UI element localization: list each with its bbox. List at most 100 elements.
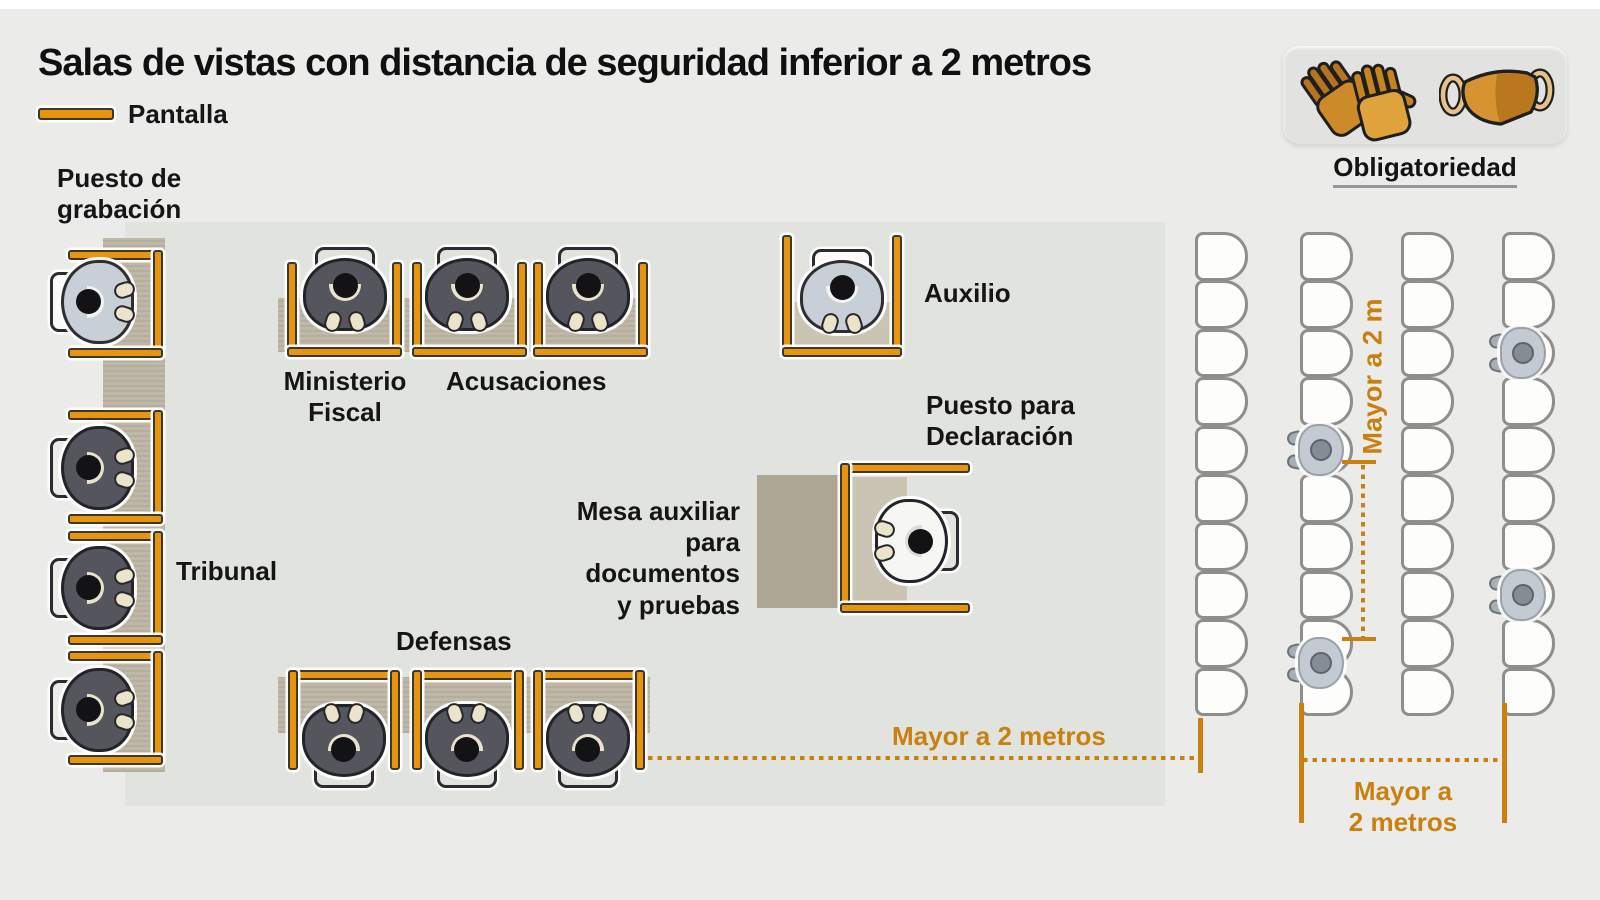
gallery-chair <box>1300 570 1353 620</box>
fiscal-screen-bar <box>287 347 402 357</box>
gallery-chair <box>1195 667 1248 717</box>
defense-screen-bar <box>533 670 645 680</box>
gallery-chair <box>1401 522 1454 571</box>
defense-screen-bar <box>390 670 400 770</box>
spectator-figure <box>1284 635 1346 691</box>
tribunal-screen-bar <box>68 755 163 765</box>
accusation-screen-bar <box>412 262 422 357</box>
gallery-chair <box>1502 522 1555 571</box>
tribunal-screen-bar <box>68 514 163 524</box>
gallery-chair <box>1401 280 1454 329</box>
floor-distance-label: Mayor a 2 metros <box>892 721 1106 751</box>
declaration-screen-bar <box>840 463 970 473</box>
gallery-chair <box>1195 280 1248 329</box>
defense-screen-bar <box>533 670 543 770</box>
accusations-label: Acusaciones <box>446 366 607 396</box>
gallery-chair <box>1300 328 1353 378</box>
gallery-chair <box>1502 474 1555 523</box>
floor-distance-dotted-line <box>648 756 1198 760</box>
aid-screen-bar <box>892 235 902 357</box>
gallery-rows-right-line <box>1502 703 1507 823</box>
gallery-chair <box>1502 280 1555 329</box>
gallery-column-dotted-line <box>1361 465 1365 637</box>
accusation-screen-bar <box>638 262 648 357</box>
tribunal-screen-bar <box>68 635 163 645</box>
gallery-column-distance-label: Mayor a 2 m <box>1357 298 1388 455</box>
defense-label: Defensas <box>396 626 512 656</box>
gallery-chair <box>1300 522 1353 571</box>
gallery-chair <box>1502 425 1555 475</box>
gloves-icon <box>1300 60 1417 142</box>
gallery-rows-distance-label: Mayor a 2 metros <box>1348 776 1458 838</box>
mandatory-items-card <box>1283 46 1567 144</box>
aux-table-label: Mesa auxiliar para documentos y pruebas <box>576 496 740 620</box>
accusation-screen-bar <box>533 347 648 357</box>
gallery-chair <box>1195 425 1248 475</box>
declaration-screen-bar <box>840 603 970 613</box>
tribunal-screen-bar <box>153 410 163 524</box>
tribunal-screen-bar <box>68 651 163 661</box>
gallery-chair <box>1401 425 1454 475</box>
recording-screen-bar <box>68 348 163 358</box>
legend-screen-swatch <box>38 108 114 120</box>
mask-icon <box>1439 68 1555 126</box>
fiscal-screen-bar <box>392 262 402 357</box>
tribunal-screen-bar <box>68 410 163 420</box>
accusation-lawyer-figure <box>545 247 631 339</box>
spectator-figure <box>1486 325 1548 381</box>
gallery-chair <box>1195 474 1248 523</box>
gallery-chair <box>1195 328 1248 378</box>
gallery-chair <box>1195 570 1248 620</box>
gallery-rows-left-line <box>1299 703 1304 823</box>
tribunal-screen-bar <box>153 531 163 645</box>
defense-screen-bar <box>288 670 298 770</box>
legend-label: Pantalla <box>128 99 228 129</box>
fiscal-screen-bar <box>287 262 297 357</box>
gallery-chair <box>1401 667 1454 717</box>
gallery-chair <box>1401 232 1454 281</box>
gallery-chair <box>1300 377 1353 426</box>
judge-figure <box>50 545 142 631</box>
defense-lawyer-figure <box>545 696 631 788</box>
accusation-lawyer-figure <box>424 247 510 339</box>
aid-label: Auxilio <box>924 278 1011 308</box>
defense-lawyer-figure <box>424 696 510 788</box>
recording-screen-bar <box>153 250 163 358</box>
prosecutor-figure <box>302 247 388 339</box>
aid-screen-bar <box>782 235 792 357</box>
gallery-column <box>1487 232 1555 722</box>
gallery-chair <box>1300 232 1353 281</box>
fiscal-label: Ministerio Fiscal <box>283 366 407 428</box>
gallery-chair <box>1195 232 1248 281</box>
gallery-chair <box>1502 232 1555 281</box>
gallery-column-tick <box>1342 460 1376 464</box>
gallery-chair <box>1401 328 1454 378</box>
gallery-rows-dotted-line <box>1303 758 1502 762</box>
gallery-chair <box>1401 570 1454 620</box>
tribunal-screen-bar <box>68 531 163 541</box>
gallery-column-tick <box>1342 637 1376 641</box>
aid-screen-bar <box>782 347 902 357</box>
gallery-chair <box>1502 667 1555 717</box>
gallery-column <box>1401 232 1454 722</box>
declaration-label: Puesto para Declaración <box>926 390 1075 452</box>
gallery-column <box>1195 232 1248 722</box>
gallery-chair <box>1300 280 1353 329</box>
gallery-chair <box>1300 474 1353 523</box>
gallery-chair <box>1195 522 1248 571</box>
page-title: Salas de vistas con distancia de segurid… <box>38 42 1092 84</box>
defense-screen-bar <box>514 670 524 770</box>
aux-documents-table <box>757 475 841 608</box>
gallery-chair <box>1401 377 1454 426</box>
mandatory-label-wrap: Obligatoriedad <box>1283 152 1567 188</box>
gallery-chair <box>1195 619 1248 668</box>
aid-clerk-figure <box>799 249 885 341</box>
gallery-chair <box>1502 619 1555 668</box>
gallery-chair <box>1401 474 1454 523</box>
top-white-band <box>0 0 1600 9</box>
floor-distance-end-tick <box>1198 718 1203 773</box>
judge-figure <box>50 425 142 511</box>
accusation-screen-bar <box>412 347 527 357</box>
tribunal-label: Tribunal <box>176 556 278 586</box>
